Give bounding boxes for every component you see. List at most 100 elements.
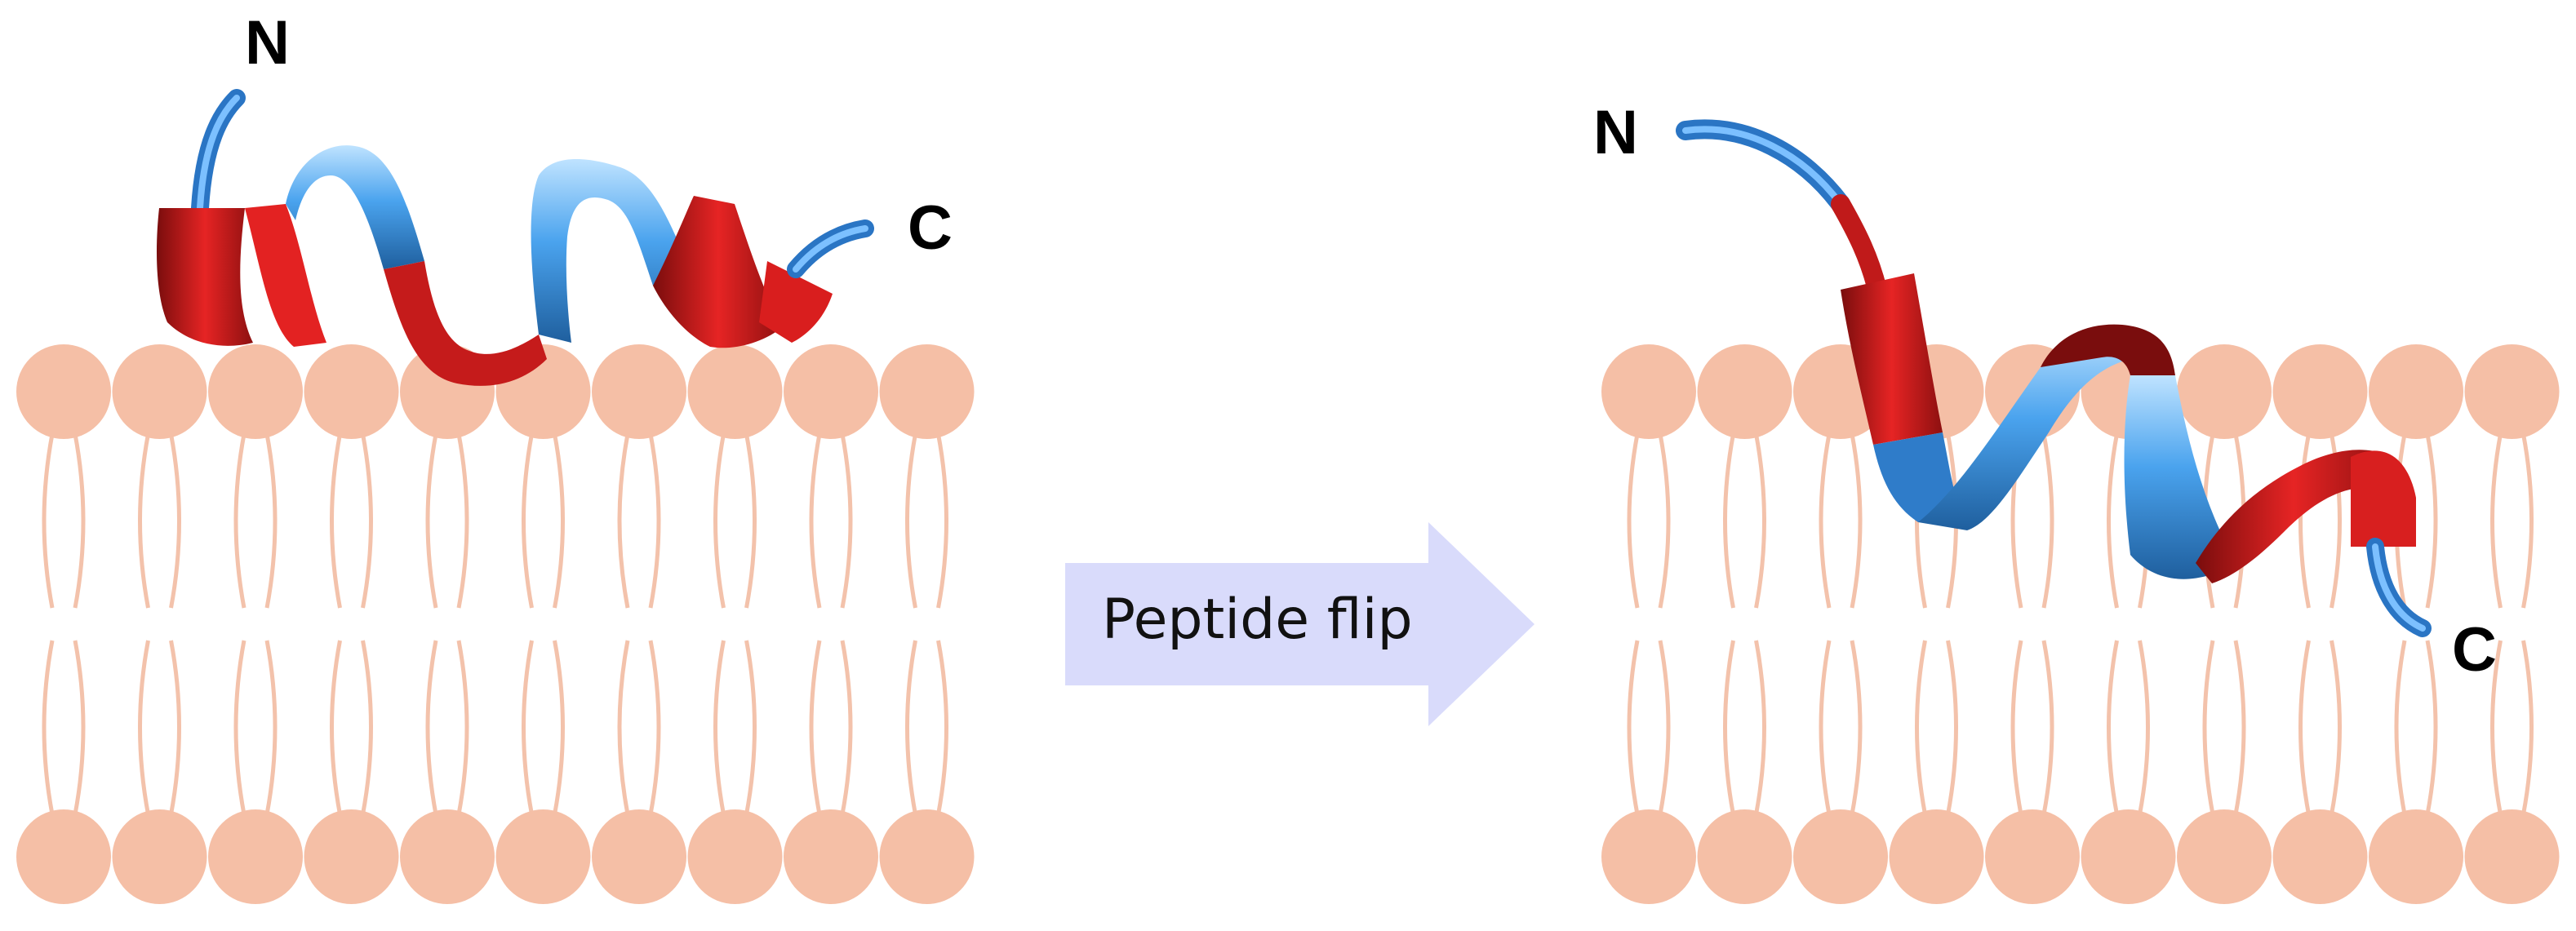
right-lipid-head-top-0 xyxy=(1601,344,1696,439)
right-lipid-tail-0-0-1 xyxy=(1658,433,1671,609)
left-lipid-tail-6-0-1 xyxy=(648,433,661,609)
right-lipid-head-bottom-6 xyxy=(2177,809,2272,904)
right-lipid-tail-8-0-1 xyxy=(2425,433,2438,609)
left-lipid-tail-0-1-0 xyxy=(42,640,55,815)
left-lipid-tail-2-1-1 xyxy=(264,640,278,815)
left-lipid-tail-3-1-0 xyxy=(330,640,342,815)
left-lipid-heads xyxy=(16,344,975,904)
right-lipid-head-bottom-5 xyxy=(2081,809,2176,904)
right-helix-segment-3 xyxy=(2041,324,2175,375)
right-lipid-tail-9-0-1 xyxy=(2521,433,2534,609)
left-lipid-head-top-8 xyxy=(784,344,878,439)
left-lipid-tail-0-0-1 xyxy=(73,433,86,609)
left-helix-segment-2 xyxy=(286,145,424,269)
left-lipid-tail-9-0-0 xyxy=(905,433,917,609)
right-c-terminus-label: C xyxy=(2452,615,2497,685)
arrow-shape xyxy=(1065,522,1534,726)
left-lipid-tail-4-0-1 xyxy=(456,433,469,609)
right-lipid-tail-8-1-0 xyxy=(2394,640,2407,815)
left-lipid-tail-7-0-0 xyxy=(713,433,726,609)
right-helix-n-tail-highlight xyxy=(1682,126,1844,207)
left-lipid-head-top-7 xyxy=(687,344,783,439)
right-lipid-head-bottom-3 xyxy=(1889,809,1984,904)
left-lipid-tails xyxy=(42,433,948,815)
right-helix-c-tail-highlight xyxy=(2372,543,2426,632)
left-lipid-tail-5-1-1 xyxy=(553,640,565,815)
left-helix-segment-1 xyxy=(245,204,326,347)
left-lipid-tail-4-1-0 xyxy=(425,640,438,815)
left-lipid-head-bottom-7 xyxy=(687,809,783,904)
right-helix-c-cap xyxy=(2351,450,2416,547)
right-lipid-head-bottom-7 xyxy=(2272,809,2368,904)
left-lipid-head-bottom-3 xyxy=(304,809,399,904)
right-lipid-tail-4-1-0 xyxy=(2010,640,2023,815)
peptide-flip-arrow: Peptide flip xyxy=(1065,522,1534,726)
right-lipid-tail-4-0-1 xyxy=(2041,433,2054,609)
left-lipid-tail-7-1-1 xyxy=(744,640,757,815)
left-helix-segment-4 xyxy=(531,159,690,343)
right-lipid-head-top-6 xyxy=(2177,344,2272,439)
left-lipid-tail-1-1-0 xyxy=(138,640,150,815)
right-lipid-tail-2-1-0 xyxy=(1819,640,1832,815)
right-lipid-tail-6-1-0 xyxy=(2202,640,2215,815)
left-lipid-tail-1-0-1 xyxy=(169,433,181,609)
right-lipid-tail-7-0-0 xyxy=(2298,433,2311,609)
right-lipid-head-top-1 xyxy=(1697,344,1792,439)
left-lipid-tail-2-0-1 xyxy=(264,433,278,609)
left-c-terminus-label: C xyxy=(908,193,953,263)
right-lipid-head-bottom-0 xyxy=(1601,809,1696,904)
left-lipid-bilayer xyxy=(16,344,975,904)
right-lipid-tail-9-0-0 xyxy=(2490,433,2503,609)
left-lipid-tail-5-1-0 xyxy=(522,640,534,815)
right-lipid-tail-5-1-0 xyxy=(2107,640,2119,815)
right-helix-segment-2 xyxy=(1918,326,2130,530)
left-lipid-head-top-1 xyxy=(112,344,207,439)
left-lipid-head-top-0 xyxy=(16,344,111,439)
right-lipid-tail-6-1-1 xyxy=(2233,640,2246,815)
right-lipid-tail-8-1-1 xyxy=(2425,640,2438,815)
right-lipid-tail-2-1-1 xyxy=(1850,640,1863,815)
right-lipid-tail-9-1-1 xyxy=(2521,640,2534,815)
left-lipid-head-bottom-4 xyxy=(400,809,495,904)
right-lipid-tail-1-1-0 xyxy=(1723,640,1735,815)
left-lipid-tail-8-0-0 xyxy=(809,433,822,609)
right-lipid-head-bottom-4 xyxy=(1985,809,2080,904)
arrow-label: Peptide flip xyxy=(1102,587,1413,652)
right-lipid-tail-1-1-1 xyxy=(1754,640,1766,815)
right-lipid-tail-5-1-1 xyxy=(2138,640,2150,815)
left-lipid-tail-9-0-1 xyxy=(936,433,948,609)
right-lipid-tail-0-0-0 xyxy=(1627,433,1640,609)
left-helix-c-cap xyxy=(759,261,833,343)
right-lipid-head-bottom-1 xyxy=(1697,809,1792,904)
left-lipid-tail-6-0-0 xyxy=(617,433,630,609)
left-lipid-head-top-9 xyxy=(879,344,975,439)
left-lipid-head-bottom-8 xyxy=(784,809,878,904)
left-lipid-tail-9-1-0 xyxy=(905,640,917,815)
left-lipid-tail-9-1-1 xyxy=(936,640,948,815)
left-lipid-head-bottom-6 xyxy=(592,809,686,904)
right-lipid-tail-1-0-1 xyxy=(1754,433,1766,609)
left-peptide-helix xyxy=(157,89,874,386)
left-lipid-tail-5-0-1 xyxy=(553,433,565,609)
right-lipid-tail-5-0-0 xyxy=(2107,433,2119,609)
right-lipid-tail-3-1-0 xyxy=(1915,640,1927,815)
right-lipid-tail-2-0-1 xyxy=(1850,433,1863,609)
left-lipid-tail-8-1-0 xyxy=(809,640,822,815)
right-lipid-head-top-8 xyxy=(2369,344,2463,439)
left-lipid-tail-3-0-0 xyxy=(330,433,342,609)
left-lipid-tail-0-0-0 xyxy=(42,433,55,609)
left-lipid-tail-2-0-0 xyxy=(233,433,246,609)
right-helix-n-cap xyxy=(1841,273,1943,445)
right-n-terminus-label: N xyxy=(1593,98,1638,167)
left-lipid-tail-7-0-1 xyxy=(744,433,757,609)
left-lipid-head-top-6 xyxy=(592,344,686,439)
left-lipid-head-bottom-0 xyxy=(16,809,111,904)
right-lipid-tail-7-1-1 xyxy=(2330,640,2342,815)
left-lipid-tail-3-0-1 xyxy=(361,433,373,609)
left-n-terminus-label: N xyxy=(245,8,290,78)
right-lipid-tail-2-0-0 xyxy=(1819,433,1832,609)
left-lipid-tail-8-1-1 xyxy=(840,640,853,815)
left-lipid-tail-7-1-0 xyxy=(713,640,726,815)
left-lipid-tail-4-1-1 xyxy=(456,640,469,815)
